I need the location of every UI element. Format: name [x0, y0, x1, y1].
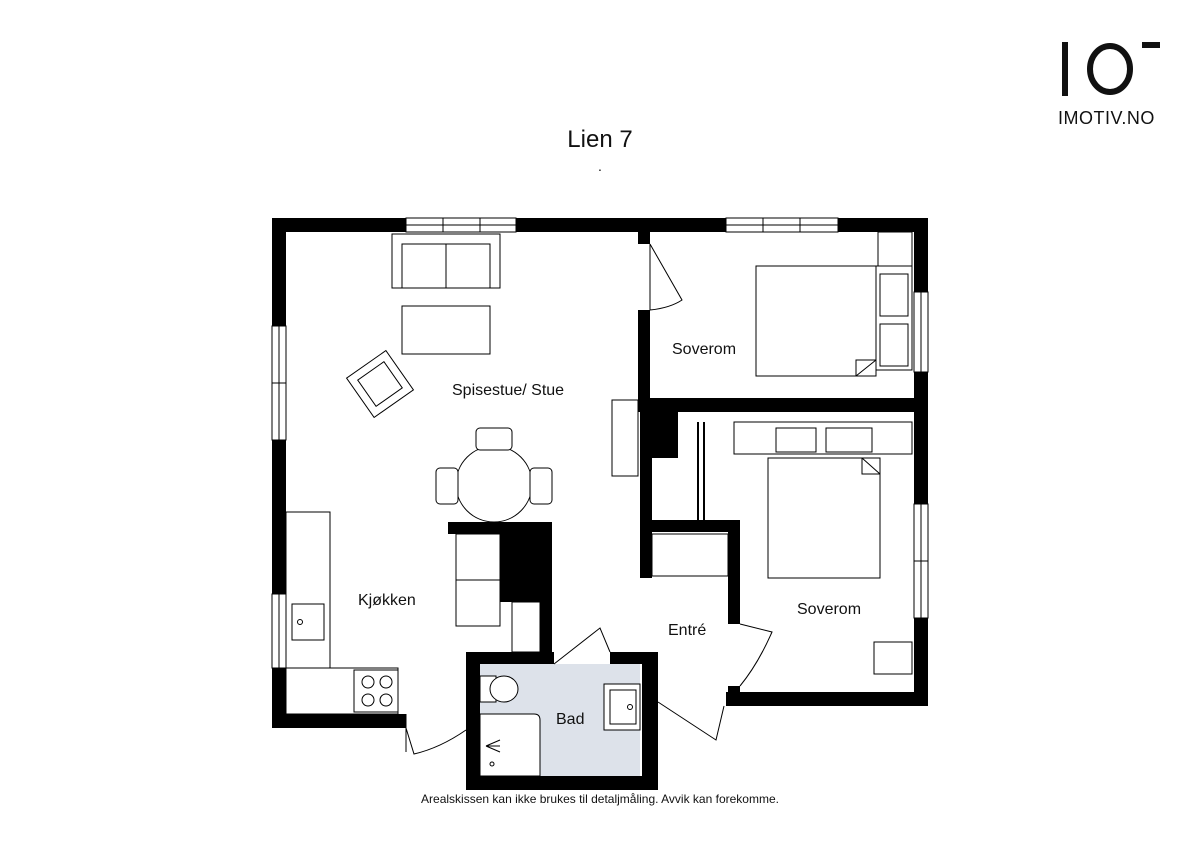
- walls: [272, 218, 928, 790]
- room-label-bathroom: Bad: [556, 711, 585, 728]
- stove: [353, 669, 399, 713]
- disclaimer: Arealskissen kan ikke brukes til detaljm…: [421, 792, 779, 806]
- brand-site[interactable]: IMOTIV.NO: [1058, 108, 1155, 128]
- room-label-bedroom-top: Soverom: [672, 341, 737, 358]
- room-label-living: Spisestue/ Stue: [452, 382, 565, 399]
- shower: [479, 713, 541, 777]
- bed-bottom: [767, 457, 881, 579]
- room-label-entrance: Entré: [668, 622, 707, 639]
- plan-title: Lien 7: [567, 126, 633, 153]
- bed-top: [755, 265, 877, 377]
- tv-bench: [611, 399, 639, 477]
- kitchen-sink: [291, 603, 325, 641]
- windows: [271, 217, 929, 669]
- room-label-kitchen: Kjøkken: [358, 592, 416, 609]
- armchair: [345, 349, 415, 419]
- doors: [405, 243, 773, 755]
- dining-table: [455, 445, 533, 523]
- coffee-table: [401, 305, 491, 355]
- room-label-bedroom-bottom: Soverom: [797, 601, 862, 618]
- plan-subtitle: .: [598, 158, 602, 174]
- furniture: [285, 231, 913, 777]
- desk-chair: [873, 641, 913, 675]
- imotiv-logo-icon: [1062, 42, 1160, 96]
